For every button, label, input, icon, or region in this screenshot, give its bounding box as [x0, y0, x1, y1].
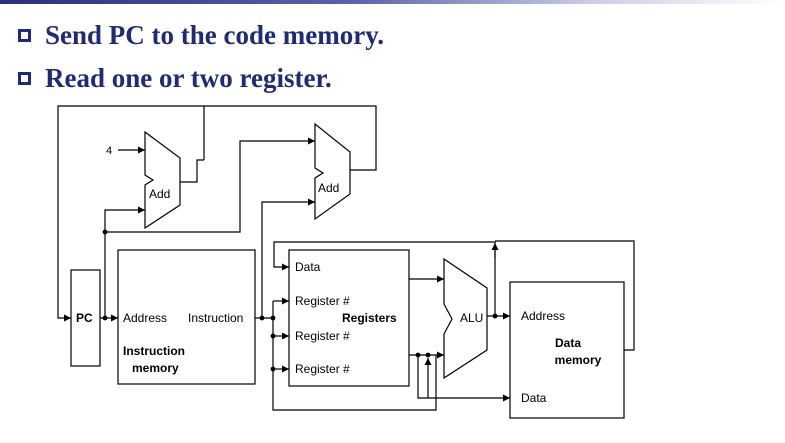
junction-dot [415, 352, 421, 358]
junction-dot [270, 366, 276, 372]
data-memory-block [509, 281, 625, 419]
imem-address-label: Address [123, 311, 167, 325]
wire-dmem-out [495, 240, 635, 351]
junction-dot [102, 229, 108, 235]
wire-data-feedback [273, 241, 496, 316]
regs-reg2-label: Register # [295, 329, 350, 343]
alu-label: ALU [460, 311, 483, 325]
pc-adder-label: Add [149, 187, 170, 201]
branch-adder-shape [314, 122, 351, 221]
junction-dot [102, 315, 108, 321]
junction-dot [270, 315, 276, 321]
junction-dot [259, 315, 265, 321]
imem-title-line1: Instruction [123, 344, 185, 358]
square-bullet-icon [18, 28, 31, 42]
pc-label: PC [76, 311, 93, 325]
branch-adder-label: Add [318, 181, 339, 195]
wire-bottom-loop [272, 355, 437, 411]
instruction-memory-block [117, 249, 256, 385]
registers-block [288, 249, 410, 387]
regs-reg3-label: Register # [295, 362, 350, 376]
wire-write-data [417, 355, 510, 402]
wire-adder-out [180, 159, 204, 183]
wire-pc-to-adder [104, 206, 145, 318]
junction-dot [425, 352, 431, 358]
square-bullet-icon [18, 71, 31, 85]
dmem-title-line2: memory [555, 353, 602, 367]
dmem-title-line1: Data [555, 336, 581, 350]
const-four-label: 4 [106, 145, 112, 157]
junction-dot [492, 313, 498, 319]
imem-title-line2: memory [132, 361, 179, 375]
regs-data-label: Data [295, 260, 321, 274]
dmem-address-label: Address [521, 309, 565, 323]
pc-adder-shape [144, 130, 181, 230]
regs-title: Registers [342, 311, 397, 325]
wire-pc-next [57, 105, 205, 322]
junction-dot [270, 333, 276, 339]
bullet-text: Read one or two register. [45, 62, 332, 93]
wire-pc-to-branch-adder [105, 137, 315, 233]
bullet-text: Send PC to the code memory. [45, 19, 384, 50]
bullet-item-1: Send PC to the code memory. [18, 18, 384, 52]
bullet-item-2: Read one or two register. [18, 61, 332, 95]
regs-reg1-label: Register # [295, 294, 350, 308]
alu-shape [443, 257, 488, 380]
imem-instruction-label: Instruction [188, 311, 243, 325]
title-accent-bar [0, 0, 785, 4]
wire-branch-out [204, 105, 377, 171]
dmem-data-label: Data [521, 391, 547, 405]
wire-instr-to-branch-adder [261, 198, 315, 318]
